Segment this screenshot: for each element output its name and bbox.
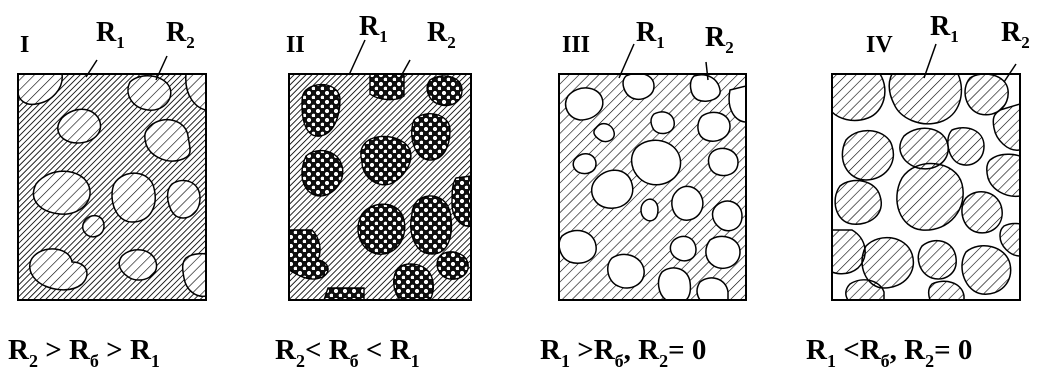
panel-2-leader-r2 <box>399 59 411 79</box>
panel-4: IV R1 R2 R1 <Rб, R2= 0 <box>806 11 1030 371</box>
panel-3: III R1 R2 R1 >Rб, R2= 0 <box>540 17 747 371</box>
panel-1-label-r1: R1 <box>96 17 125 52</box>
panel-1-leader-r2 <box>155 55 168 81</box>
panel-2-frame <box>288 73 472 301</box>
panel-2: II R1 R2 R2< Rб < R1 <box>275 11 472 371</box>
panel-2-label-r2: R2 <box>427 17 456 52</box>
panel-1-frame <box>17 73 207 301</box>
panel-3-formula: R1 >Rб, R2= 0 <box>540 334 706 371</box>
panel-2-leader-r1 <box>348 39 366 76</box>
panel-4-label-r2: R2 <box>1001 17 1030 52</box>
panel-3-label-r2: R2 <box>705 22 734 57</box>
panel-1-formula: R2 > Rб > R1 <box>8 334 160 371</box>
panel-4-label-r1: R1 <box>930 11 959 46</box>
panel-3-leader-r2 <box>705 61 709 81</box>
panel-3-numeral: III <box>562 32 590 58</box>
panel-1: I R1 R2 R2 > Rб > R1 <box>8 17 207 371</box>
panel-4-inclusions <box>832 74 1020 300</box>
panel-2-inclusions <box>289 74 471 300</box>
panel-3-label-r1: R1 <box>636 17 665 52</box>
panel-1-inclusions <box>18 74 206 298</box>
panel-4-formula: R1 <Rб, R2= 0 <box>806 334 972 371</box>
panel-4-numeral: IV <box>866 32 893 58</box>
panel-3-inclusions <box>559 74 746 300</box>
panel-3-frame <box>558 73 747 301</box>
panel-2-formula: R2< Rб < R1 <box>275 334 420 371</box>
panel-1-numeral: I <box>20 32 29 58</box>
panel-2-numeral: II <box>286 32 305 58</box>
panel-1-label-r2: R2 <box>166 17 195 52</box>
panel-4-leader-r1 <box>923 43 937 79</box>
panel-1-leader-r1 <box>85 59 98 78</box>
panel-4-leader-r2 <box>1003 63 1017 83</box>
panel-3-leader-r1 <box>618 43 635 79</box>
panel-2-label-r1: R1 <box>359 11 388 46</box>
